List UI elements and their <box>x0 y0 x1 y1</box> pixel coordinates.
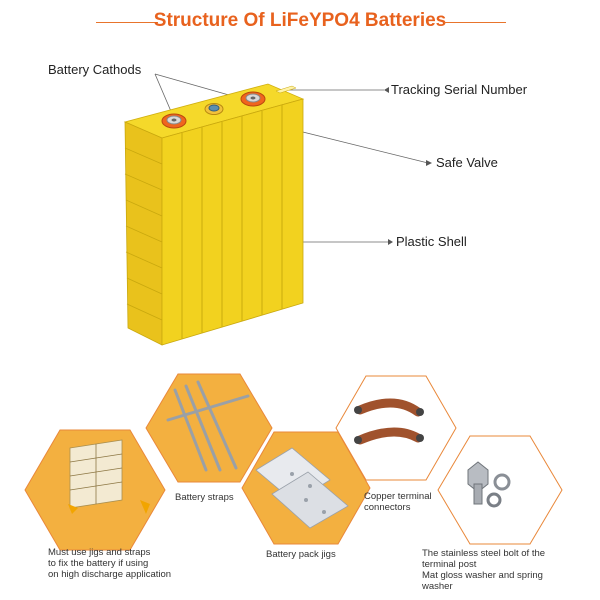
hex-bolt-washers <box>437 435 563 545</box>
hex-battery-pack <box>24 429 166 551</box>
arrow-shell <box>388 239 393 245</box>
label-battery-cathodes: Battery Cathods <box>48 62 142 77</box>
terminal-negative <box>161 113 187 129</box>
label-plastic-shell: Plastic Shell <box>396 234 467 249</box>
hex-copper-connectors <box>335 375 457 481</box>
hex-jig-plates <box>241 431 371 545</box>
caption-jigs-straps: Must use jigs and straps to fix the batt… <box>48 547 172 580</box>
title-bar: Structure Of LiFeYPO4 Batteries <box>0 8 600 36</box>
title-rule-left <box>96 22 158 23</box>
page-title: Structure Of LiFeYPO4 Batteries <box>153 10 447 31</box>
arrow-serial <box>384 87 389 93</box>
label-tracking-serial-number: Tracking Serial Number <box>391 82 528 97</box>
caption-battery-straps: Battery straps <box>175 492 234 503</box>
title-rule-right <box>444 22 506 23</box>
lifeypo4-battery <box>123 83 305 346</box>
terminal-positive <box>240 91 266 107</box>
arrow-valve <box>426 160 432 166</box>
caption-battery-pack-jigs: Battery pack jigs <box>266 549 336 560</box>
safe-valve <box>204 103 224 115</box>
serial-number-label <box>275 85 297 94</box>
hex-straps <box>145 373 273 483</box>
label-safe-valve: Safe Valve <box>436 155 498 170</box>
caption-copper-connectors: Copper terminal connectors <box>364 491 432 513</box>
caption-bolt-washers: The stainless steel bolt of the terminal… <box>422 548 546 592</box>
